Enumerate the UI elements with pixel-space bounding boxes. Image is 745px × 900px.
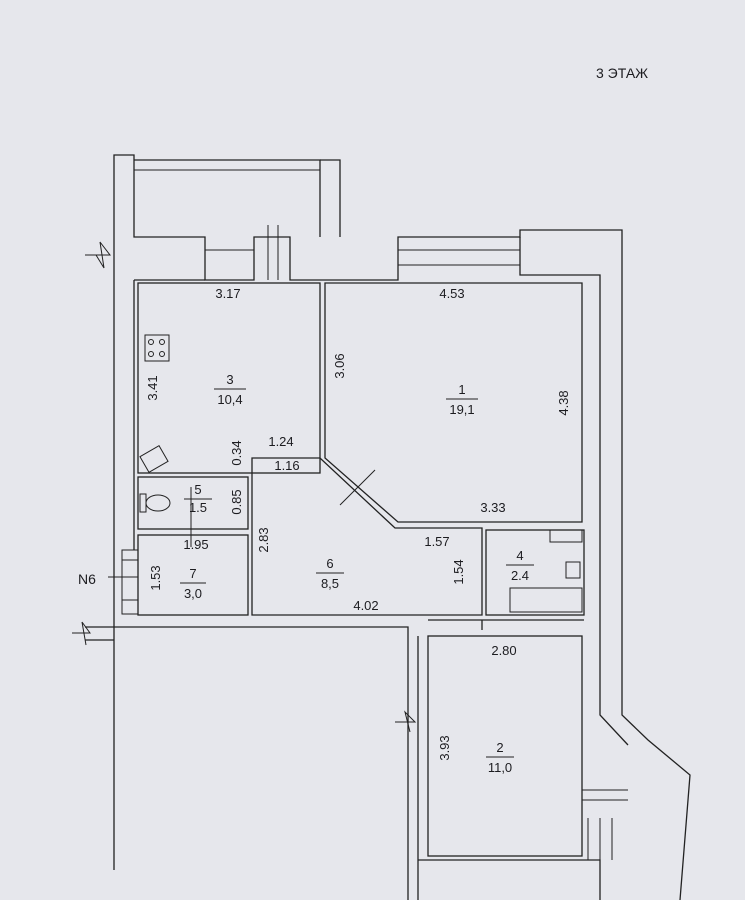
room-1-area: 19,1: [449, 402, 474, 417]
room-6-area: 8,5: [321, 576, 339, 591]
room-2-area: 11,0: [488, 760, 512, 775]
room-6-number: 6: [326, 556, 333, 571]
dim-0-34: 0.34: [229, 440, 244, 465]
dim-2-83: 2.83: [256, 527, 271, 552]
dim-1-95: 1.95: [183, 537, 208, 552]
room-4-area: 2.4: [511, 568, 529, 583]
room-4-number: 4: [516, 548, 523, 563]
dim-4-38: 4.38: [556, 390, 571, 415]
dim-1-53: 1.53: [148, 565, 163, 590]
dim-1-54: 1.54: [451, 559, 466, 584]
dim-4-53: 4.53: [439, 286, 464, 301]
dim-3-06: 3.06: [332, 353, 347, 378]
room-3-area: 10,4: [217, 392, 242, 407]
dim-1-57: 1.57: [424, 534, 449, 549]
room-5-number: 5: [194, 482, 201, 497]
walls: [72, 154, 691, 900]
room-7-number: 7: [189, 566, 196, 581]
dim-3-93: 3.93: [437, 735, 452, 760]
sink-icon: [139, 445, 169, 473]
dimension-labels: 3.17 4.53 3.41 3.06 4.38 1.24 0.34 1.16 …: [145, 286, 571, 761]
room-1-number: 1: [458, 382, 465, 397]
door-mark: [339, 469, 376, 506]
stove-icon: [144, 334, 170, 362]
room-2-number: 2: [496, 740, 503, 755]
dim-2-80: 2.80: [491, 643, 516, 658]
dim-4-02: 4.02: [353, 598, 378, 613]
dim-0-85: 0.85: [229, 489, 244, 514]
dim-1-24: 1.24: [268, 434, 293, 449]
room-labels: 3 10,4 1 19,1 5 1.5 7 3,0 6 8,5 4 2.4 2 …: [180, 372, 534, 775]
riser-label: N6: [78, 571, 96, 587]
dim-3-17: 3.17: [215, 286, 240, 301]
room-5-area: 1.5: [189, 500, 207, 515]
dim-1-16: 1.16: [274, 458, 299, 473]
room-3-number: 3: [226, 372, 233, 387]
toilet-icon: [139, 493, 171, 513]
room-7-area: 3,0: [184, 586, 202, 601]
floor-label: 3 ЭТАЖ: [596, 65, 648, 81]
dim-3-33: 3.33: [480, 500, 505, 515]
dim-3-41: 3.41: [145, 375, 160, 400]
